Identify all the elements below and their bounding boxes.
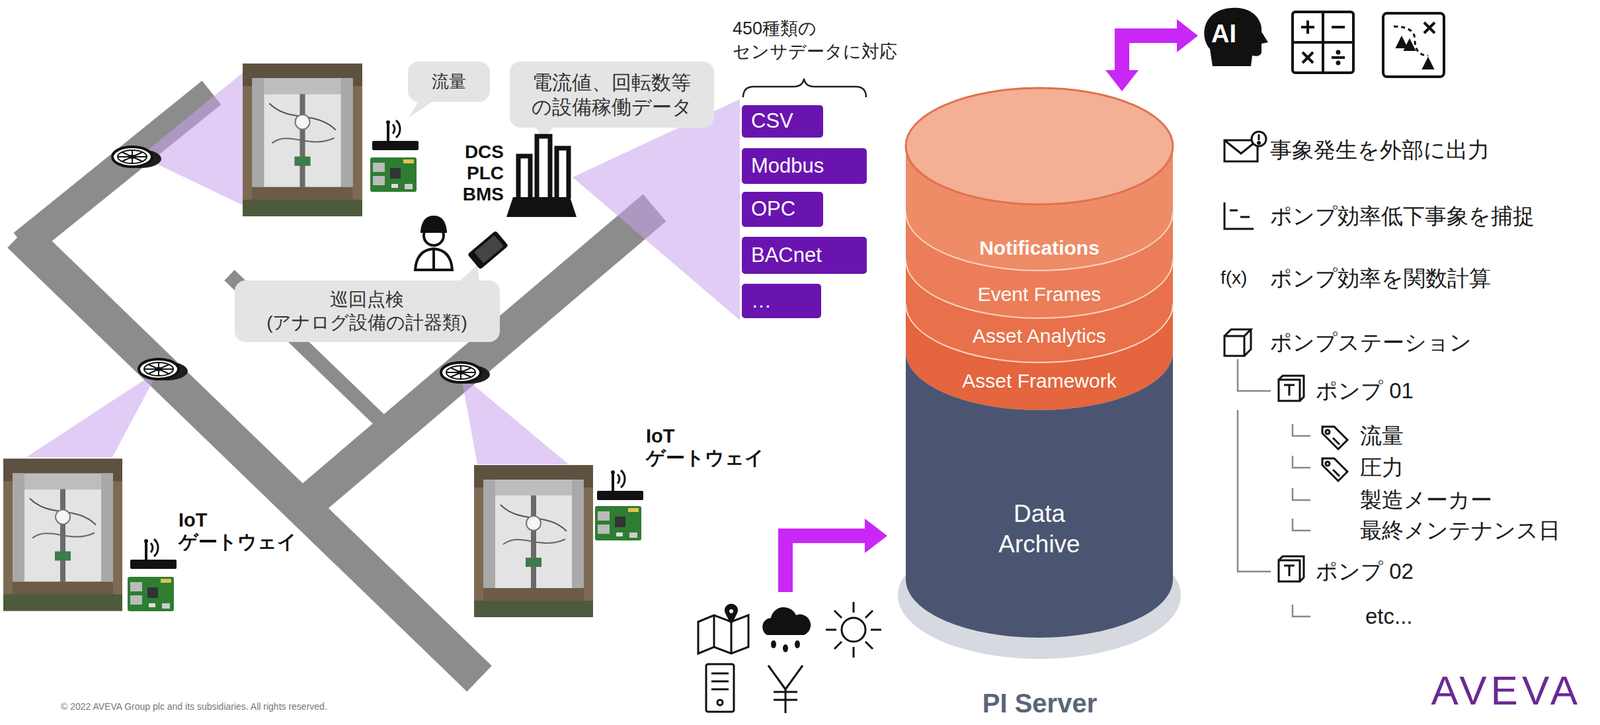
node-text: AI	[1211, 18, 1237, 51]
external-data-icons	[698, 601, 882, 713]
system-label: DCS PLC BMS	[462, 141, 504, 206]
bracket	[743, 78, 867, 98]
iot-gateway-icon	[127, 120, 644, 611]
gateway-label: IoT ゲートウェイ	[178, 509, 305, 554]
ai-head: AI	[1198, 5, 1273, 67]
feature-icons	[1224, 131, 1267, 356]
layer-band: Data Archive	[993, 495, 1086, 563]
node-text: OPC	[751, 196, 796, 223]
tree-item: 圧力	[1360, 454, 1404, 480]
sensor-light-cone	[26, 72, 740, 465]
node-text: …	[751, 288, 772, 315]
protocol-box: BACnet	[741, 236, 867, 274]
flow-arrow	[1121, 35, 1177, 71]
node-text: 流量	[431, 70, 467, 93]
worker-icon	[415, 216, 453, 270]
layer-band: Notifications	[973, 234, 1105, 262]
manhole-photo	[3, 63, 594, 617]
layer-separator	[905, 304, 1173, 363]
protocol-box: …	[741, 283, 822, 319]
callout-bubble: 流量	[407, 61, 490, 102]
node-text: PI Server	[899, 686, 1181, 720]
tree-item: ポンプステーション	[1270, 329, 1472, 356]
protocol-box: OPC	[741, 191, 824, 227]
tree-item: 最終メンテナンス日	[1360, 517, 1561, 543]
layer-band: Asset Framework	[956, 366, 1122, 395]
layer-band: Asset Analytics	[967, 321, 1112, 350]
gateway-label: IoT ゲートウェイ	[645, 425, 772, 470]
node-text: BACnet	[751, 242, 822, 269]
layer-band: Event Frames	[972, 280, 1107, 309]
node-text: Data Archive	[998, 498, 1080, 560]
tree-item: ポンプ 02	[1315, 558, 1414, 584]
protocol-box: CSV	[741, 105, 824, 138]
node-text: Asset Framework	[961, 368, 1117, 394]
cylinder-shape	[899, 91, 1181, 720]
factory-icon	[506, 136, 577, 217]
node-text: Event Frames	[977, 281, 1102, 307]
node-text: Asset Analytics	[972, 323, 1107, 349]
data-input-arrow	[785, 518, 888, 592]
node-text: Modbus	[751, 153, 824, 180]
cylinder-band	[905, 351, 1173, 638]
node-text: Notifications	[979, 235, 1100, 261]
head-shape	[1203, 7, 1269, 67]
tree-lines	[1237, 359, 1311, 617]
protocol-box: Modbus	[741, 148, 867, 184]
tree-item: ポンプ 01	[1315, 378, 1414, 404]
node-text: 電流値、回転数等 の設備稼働データ	[524, 70, 699, 120]
phone-icon	[467, 230, 509, 270]
layer-separator	[905, 212, 1173, 271]
feature-text: 事象発生を外部に出力	[1270, 137, 1490, 163]
analysis-icons	[1292, 11, 1444, 77]
feature-text: ポンプ効率低下事象を捕捉	[1270, 203, 1535, 229]
copyright-text: © 2022 AVEVA Group plc and its subsidiar…	[60, 700, 328, 712]
note-text: 450種類の センサデータに対応	[732, 17, 912, 64]
asset-icons	[1278, 375, 1348, 582]
callout-bubble: 電流値、回転数等 の設備稼働データ	[509, 61, 715, 128]
cylinder-top	[905, 87, 1173, 205]
pi-server-cylinder: PI Server NotificationsEvent FramesAsset …	[899, 91, 1181, 720]
callout-bubble: 巡回点検 (アナログ設備の計器類)	[234, 280, 500, 342]
node-text: CSV	[751, 108, 794, 135]
feature-text: ポンプ効率を関数計算	[1270, 265, 1491, 291]
brand-logo: AVEVA	[1430, 666, 1582, 714]
tree-item: etc...	[1365, 603, 1413, 629]
tree-item: 製造メーカー	[1360, 487, 1493, 513]
layer-separator	[905, 259, 1173, 319]
function-icon: f(x)	[1220, 267, 1247, 289]
tree-item: 流量	[1360, 423, 1404, 449]
node-text: 巡回点検 (アナログ設備の計器類)	[261, 287, 473, 334]
manhole-icon	[112, 146, 490, 384]
